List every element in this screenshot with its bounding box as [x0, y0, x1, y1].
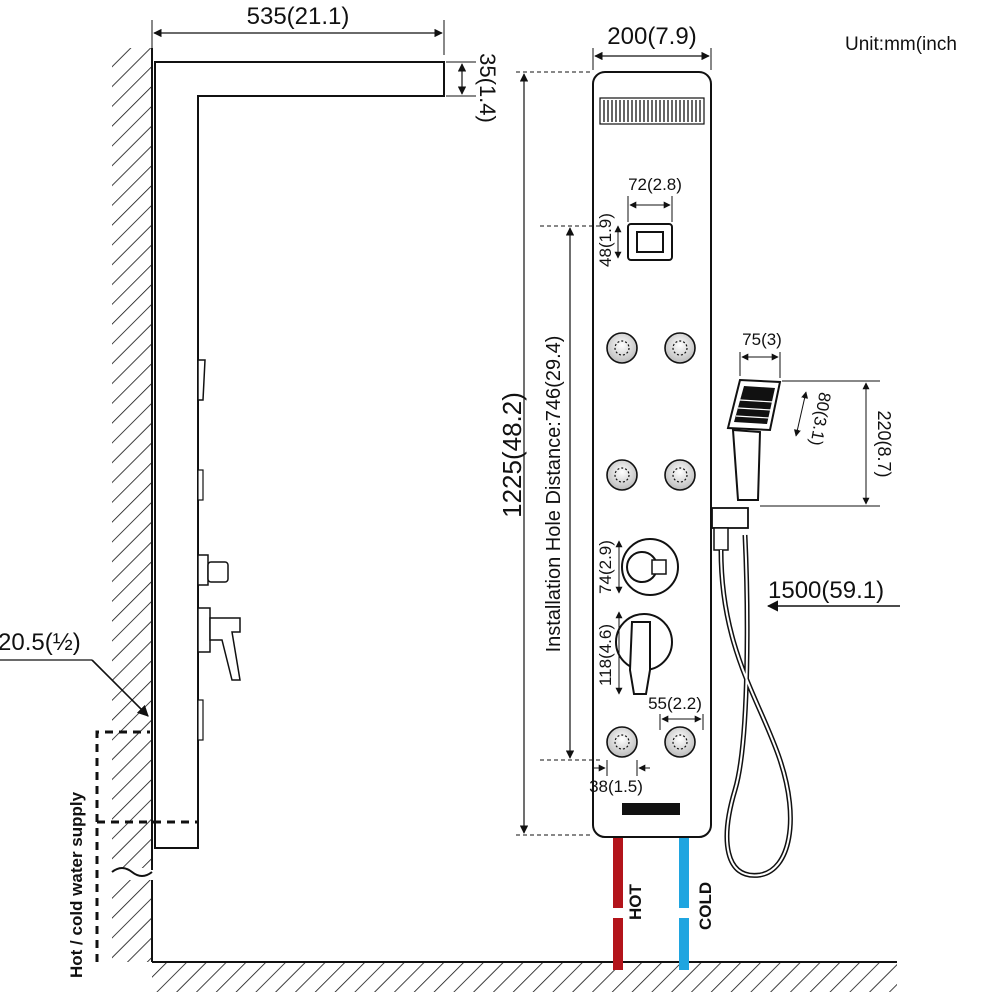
body-jet — [606, 726, 638, 758]
display-width-label: 72(2.8) — [628, 175, 682, 194]
body-jet — [664, 726, 696, 758]
front-view: Unit:mm(inch HOT COLD — [497, 23, 957, 970]
shower-hose-inner — [720, 534, 792, 877]
pipe-size-label: 20.5(½) — [0, 629, 81, 656]
wall-hatch-lower — [112, 880, 152, 962]
handheld-holder — [711, 507, 749, 529]
jet-spacing-label: 55(2.2) — [648, 694, 702, 713]
panel-side-profile — [154, 61, 445, 849]
side-jet-bump-1 — [197, 469, 204, 501]
jet-diameter-label: 38(1.5) — [589, 777, 643, 796]
arm-thickness-label: 35(1.4) — [475, 53, 500, 123]
body-jet — [664, 459, 696, 491]
body-jet — [664, 332, 696, 364]
handheld-width-label: 75(3) — [742, 330, 782, 349]
cold-pipe-bottom — [679, 918, 689, 970]
panel-width-label: 200(7.9) — [607, 23, 696, 50]
side-mixer-body — [197, 607, 211, 653]
handheld-head-face — [734, 386, 775, 424]
wall-break — [111, 867, 153, 877]
diverter-knob-lever — [651, 559, 667, 575]
hole-distance-label: Installation Hole Distance:746(29.4) — [543, 336, 565, 653]
handheld-handle — [731, 428, 762, 501]
side-jet-bump-2 — [197, 699, 204, 741]
floor-hatch — [152, 962, 897, 992]
handheld-head-length-label: 80(3.1) — [806, 391, 834, 447]
bottom-spout — [622, 803, 680, 815]
body-jet — [606, 332, 638, 364]
supply-pipe-dashed — [95, 730, 198, 962]
mixer-handle — [628, 621, 651, 695]
handheld-head-slots — [735, 399, 774, 419]
hot-label: HOT — [626, 884, 645, 921]
side-display-bump — [197, 359, 206, 401]
side-mixer-handle — [209, 617, 241, 681]
pipe-size-arrow — [91, 659, 149, 717]
side-diverter-knob — [207, 561, 229, 583]
hose-length-label: 1500(59.1) — [768, 577, 884, 604]
dim-hh-head-line — [793, 391, 809, 437]
unit-note: Unit:mm(inch — [845, 34, 957, 55]
temperature-display-screen — [636, 231, 664, 253]
hose-connector — [713, 527, 729, 551]
rain-grille-slots — [603, 100, 701, 122]
arm-length-label: 535(21.1) — [247, 3, 350, 30]
mixer-size-label: 118(4.6) — [596, 624, 615, 686]
diverter-size-label: 74(2.9) — [596, 540, 615, 594]
cold-label: COLD — [696, 882, 715, 930]
handheld-length-label: 220(8.7) — [874, 410, 894, 477]
panel-height-label: 1225(48.2) — [497, 392, 527, 518]
hot-pipe-bottom — [613, 918, 623, 970]
supply-label: Hot / cold water supply — [67, 791, 86, 978]
handheld-shower — [711, 378, 793, 878]
wall-hatch — [112, 48, 152, 868]
display-height-label: 48(1.9) — [596, 213, 615, 267]
side-diverter-stem — [197, 554, 209, 586]
body-jet — [606, 459, 638, 491]
hot-pipe-top — [613, 836, 623, 908]
side-view: 535(21.1) 35(1.4) 20.5(½) Hot / cold wat… — [0, 3, 897, 992]
cold-pipe-top — [679, 836, 689, 908]
